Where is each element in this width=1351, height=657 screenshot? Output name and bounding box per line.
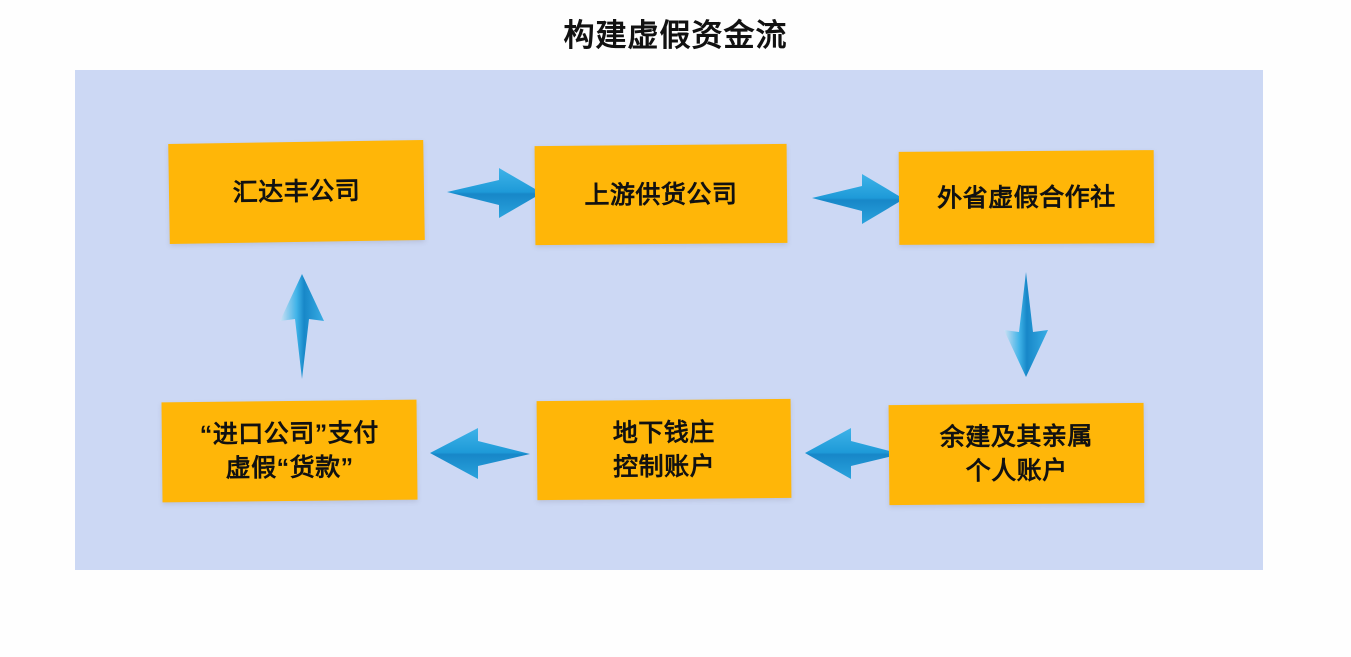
arrow-right-icon-upstream-to-coop: [812, 174, 904, 226]
node-label: 外省虚假合作社: [937, 182, 1116, 213]
arrow-left-icon-underground-to-import: [430, 428, 530, 480]
node-label: 汇达丰公司: [232, 177, 361, 207]
diagram-panel: 汇达丰公司 上游供货公司 外省虚假合作社 “进口公司”支付 虚假“货款” 地下钱…: [75, 70, 1263, 570]
arrow-right-icon-huidafeng-to-upstream: [447, 168, 542, 220]
node-underground-bank-account[interactable]: 地下钱庄 控制账户: [536, 398, 792, 501]
arrow-up-icon-import-to-huidafeng: [272, 274, 332, 379]
node-import-company-payment[interactable]: “进口公司”支付 虚假“货款”: [161, 399, 418, 503]
node-huidafeng-company[interactable]: 汇达丰公司: [168, 140, 425, 244]
node-label: “进口公司”支付 虚假“货款”: [199, 419, 379, 483]
node-label: 上游供货公司: [584, 179, 738, 210]
arrow-down-icon-coop-to-personal: [996, 272, 1056, 377]
node-upstream-supplier[interactable]: 上游供货公司: [534, 143, 788, 246]
node-yujian-relatives-personal-account[interactable]: 余建及其亲属 个人账户: [888, 402, 1145, 506]
node-out-of-province-fake-cooperative[interactable]: 外省虚假合作社: [898, 150, 1155, 245]
node-label: 地下钱庄 控制账户: [612, 418, 716, 481]
node-label: 余建及其亲属 个人账户: [939, 422, 1093, 486]
page-title: 构建虚假资金流: [563, 18, 788, 53]
arrow-left-icon-personal-to-underground: [805, 428, 901, 480]
